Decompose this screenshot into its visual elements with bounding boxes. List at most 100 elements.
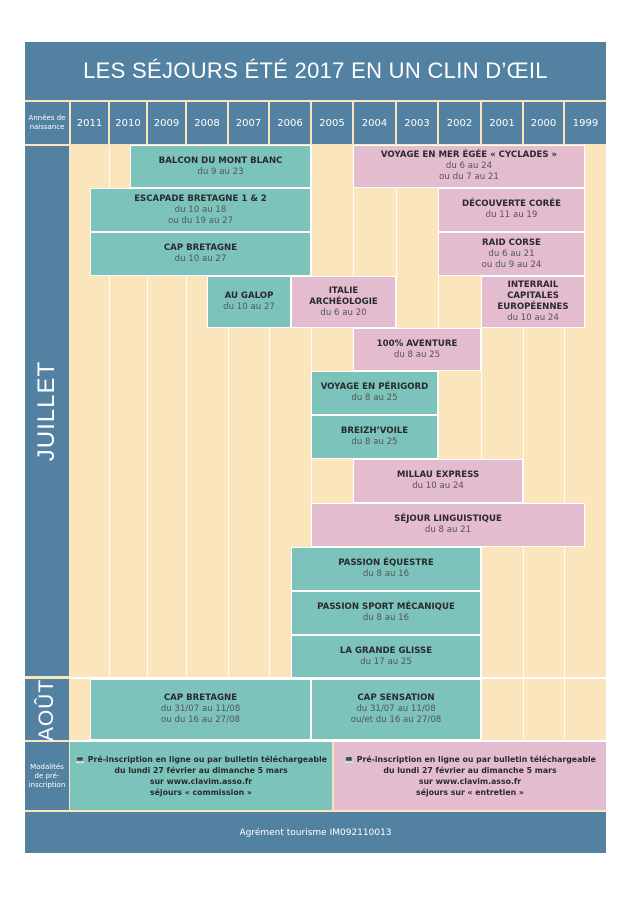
stay-dates: du 8 au 16 — [362, 613, 410, 623]
year-cell: 2009 — [148, 102, 185, 144]
registration-line: sur www.clavim.asso.fr — [149, 777, 253, 786]
stay-dates: du 8 au 25 — [393, 349, 441, 360]
registration-line: séjours sur « entretien » — [416, 788, 524, 797]
stay-dates: du 10 au 24 — [507, 313, 559, 323]
stay-block[interactable]: LA GRANDE GLISSE du 17 au 25 — [291, 635, 481, 678]
stay-dates: du 6 au 21 — [488, 248, 535, 259]
stay-dates: du 9 au 23 — [197, 166, 244, 177]
registration-line: du lundi 27 février au dimanche 5 mars — [383, 766, 557, 775]
footer-accreditation: Agrément tourisme IM092110013 — [25, 812, 606, 853]
stay-name: 100% AVENTURE — [376, 338, 458, 349]
stay-block[interactable]: MILLAU EXPRESS du 10 au 24 — [353, 459, 523, 503]
stay-dates: du 8 au 25 — [351, 393, 398, 403]
grid-line — [147, 146, 148, 738]
stay-block[interactable]: VOYAGE EN MER ÉGÉE « CYCLADES » du 6 au … — [353, 145, 585, 188]
month-label-july: JUILLET — [25, 146, 69, 676]
year-cell: 2010 — [110, 102, 146, 144]
grid-line — [564, 146, 565, 738]
stay-dates: ou du 9 au 24 — [481, 259, 542, 270]
stay-name: LA GRANDE GLISSE — [339, 645, 433, 656]
registration-box-entretien[interactable]: 💻Pré-inscription en ligne ou par bulleti… — [334, 742, 606, 810]
stay-block[interactable]: 100% AVENTURE du 8 au 25 — [353, 328, 481, 371]
stay-block[interactable]: CAP BRETAGNE du 31/07 au 11/08 ou du 16 … — [90, 679, 311, 740]
year-cell: 2007 — [229, 102, 268, 144]
page-title: LES SÉJOURS ÉTÉ 2017 EN UN CLIN D’ŒIL — [25, 42, 606, 100]
stay-block[interactable]: CAP BRETAGNE du 10 au 27 — [90, 232, 311, 276]
stay-dates: du 31/07 au 11/08 — [160, 704, 241, 714]
stay-name: CAP BRETAGNE — [163, 243, 238, 253]
stay-dates: du 8 au 25 — [351, 437, 398, 447]
stay-dates: ou du 7 au 21 — [439, 172, 499, 182]
stay-dates: du 8 au 21 — [424, 525, 472, 535]
stay-name: PASSION ÉQUESTRE — [338, 558, 434, 568]
grid-line — [186, 146, 187, 738]
stay-name: MILLAU EXPRESS — [396, 470, 480, 480]
stay-name: CAP BRETAGNE — [163, 693, 238, 703]
stay-name: BREIZH’VOILE — [340, 426, 409, 436]
grid-line — [481, 146, 482, 738]
stay-dates: du 10 au 27 — [223, 302, 275, 312]
grid-line — [228, 146, 229, 738]
grid-line — [109, 146, 110, 738]
registration-box-commission[interactable]: 💻Pré-inscription en ligne ou par bulleti… — [70, 742, 332, 810]
year-cell: 2000 — [524, 102, 563, 144]
year-cell: 2011 — [71, 102, 108, 144]
birth-years-label: Années de naissance — [25, 102, 69, 144]
year-cell: 1999 — [565, 102, 606, 144]
stay-dates: du 10 au 24 — [412, 481, 464, 491]
stay-dates: ou du 16 au 27/08 — [161, 715, 240, 725]
stay-dates: du 6 au 20 — [320, 307, 367, 318]
year-header-row: Années de naissance 2011 2010 2009 2008 … — [25, 102, 606, 144]
computer-icon: 💻 — [75, 755, 85, 764]
stay-name: DÉCOUVERTE CORÉE — [461, 199, 562, 209]
stay-block[interactable]: BREIZH’VOILE du 8 au 25 — [311, 415, 438, 459]
registration-line: 💻Pré-inscription en ligne ou par bulleti… — [75, 755, 327, 764]
stay-dates: du 10 au 27 — [174, 254, 227, 264]
stay-name: CAP SENSATION — [357, 693, 435, 703]
year-cell: 2002 — [439, 102, 480, 144]
grid-line — [269, 146, 270, 738]
stay-name: VOYAGE EN MER ÉGÉE « CYCLADES » — [380, 150, 558, 160]
registration-line: sur www.clavim.asso.fr — [418, 777, 522, 786]
stay-block[interactable]: CAP SENSATION du 31/07 au 11/08 ou/et du… — [311, 679, 481, 740]
registration-label: Modalités de pré-inscription — [25, 742, 69, 810]
month-text: AOÛT — [35, 678, 58, 741]
registration-line: séjours « commission » — [150, 788, 252, 797]
registration-line: du lundi 27 février au dimanche 5 mars — [114, 766, 288, 775]
section-divider — [69, 740, 606, 742]
stay-dates: du 17 au 25 — [360, 656, 412, 667]
stay-block[interactable]: ESCAPADE BRETAGNE 1 & 2 du 10 au 18 ou d… — [90, 188, 311, 232]
stay-block[interactable]: PASSION ÉQUESTRE du 8 au 16 — [291, 547, 481, 591]
stay-name: ESCAPADE BRETAGNE 1 & 2 — [134, 193, 267, 204]
year-cell: 2006 — [270, 102, 310, 144]
stay-block[interactable]: BALCON DU MONT BLANC du 9 au 23 — [130, 145, 311, 188]
stay-name: AU GALOP — [224, 291, 274, 301]
stay-name: SÉJOUR LINGUISTIQUE — [394, 514, 502, 524]
stay-name: INTERRAIL CAPITALES EUROPÉENNES — [497, 280, 569, 312]
month-divider — [69, 677, 606, 679]
stay-dates: du 31/07 au 11/08 — [356, 704, 436, 714]
stay-name: RAID CORSE — [482, 237, 541, 248]
stay-block[interactable]: DÉCOUVERTE CORÉE du 11 au 19 — [438, 188, 585, 232]
stay-dates: du 10 au 18 — [174, 204, 227, 215]
grid-line — [438, 146, 439, 738]
stay-block[interactable]: PASSION SPORT MÉCANIQUE du 8 au 16 — [291, 591, 481, 635]
stay-dates: ou/et du 16 au 27/08 — [350, 715, 442, 725]
stay-block[interactable]: INTERRAIL CAPITALES EUROPÉENNES du 10 au… — [481, 276, 585, 328]
month-label-august: AOÛT — [25, 678, 69, 741]
stay-dates: ou du 19 au 27 — [167, 215, 234, 226]
year-cell: 2005 — [312, 102, 352, 144]
year-cell: 2008 — [187, 102, 227, 144]
stay-dates: du 8 au 16 — [362, 569, 410, 579]
grid-line — [523, 146, 524, 738]
year-cell: 2001 — [482, 102, 522, 144]
stay-block[interactable]: VOYAGE EN PÉRIGORD du 8 au 25 — [311, 371, 438, 415]
registration-line: 💻Pré-inscription en ligne ou par bulleti… — [344, 755, 596, 764]
stay-name: ITALIE ARCHÉOLOGIE — [309, 285, 378, 307]
stay-block[interactable]: AU GALOP du 10 au 27 — [207, 276, 291, 328]
computer-icon: 💻 — [344, 755, 354, 764]
stay-block[interactable]: RAID CORSE du 6 au 21 ou du 9 au 24 — [438, 232, 585, 276]
stay-name: BALCON DU MONT BLANC — [158, 155, 283, 166]
stay-block[interactable]: SÉJOUR LINGUISTIQUE du 8 au 21 — [311, 503, 585, 547]
stay-block[interactable]: ITALIE ARCHÉOLOGIE du 6 au 20 — [291, 276, 396, 328]
